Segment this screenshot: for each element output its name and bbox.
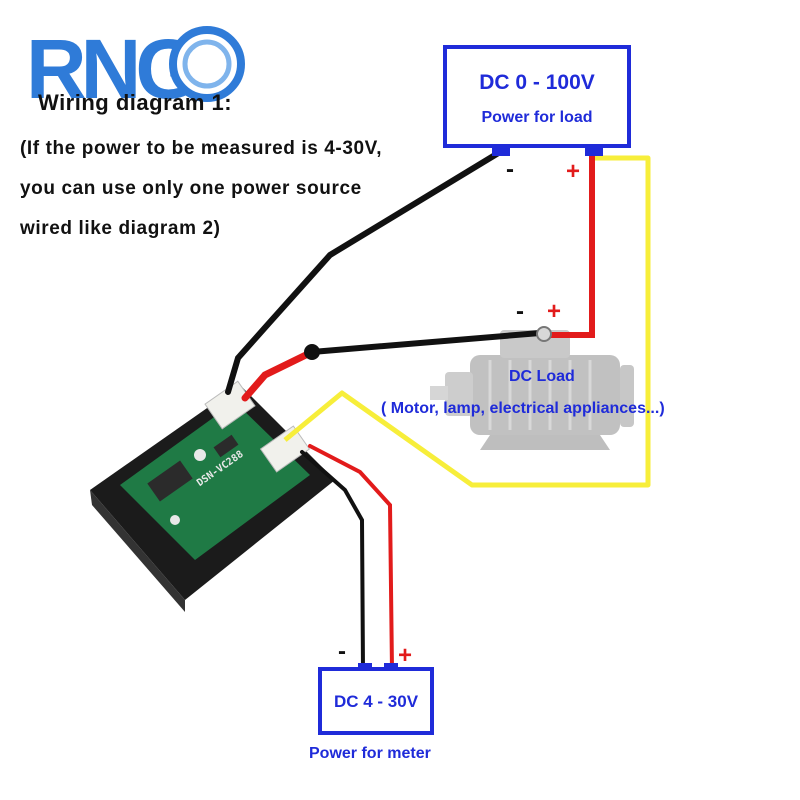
wire-black-load-minus bbox=[309, 330, 543, 355]
wire-black-supply-minus bbox=[225, 149, 503, 395]
meter-supply-plus-sign: + bbox=[398, 642, 413, 669]
meter-power-supply-box: DC 4 - 30V bbox=[318, 667, 434, 735]
wire-red-sense bbox=[241, 348, 316, 402]
wire-black-meter-supply bbox=[300, 450, 365, 672]
load-terminal bbox=[536, 326, 552, 342]
load-title: DC Load bbox=[509, 368, 575, 385]
brand-logo-graphic: RNG bbox=[26, 22, 245, 116]
note-line-1: (If the power to be measured is 4-30V, bbox=[20, 138, 383, 159]
brand-logo: RNG bbox=[24, 18, 249, 116]
wire-red-supply-plus bbox=[545, 149, 595, 338]
load-minus-sign: - bbox=[516, 298, 524, 325]
load-supply-plus-terminal bbox=[585, 147, 603, 156]
voltmeter-module bbox=[90, 380, 335, 612]
load-power-supply-box: DC 0 - 100V Power for load bbox=[443, 45, 631, 148]
meter-supply-minus-sign: - bbox=[338, 638, 346, 665]
meter-supply-caption: Power for meter bbox=[309, 745, 431, 762]
note-line-3: wired like diagram 2) bbox=[20, 218, 221, 239]
load-supply-title: DC 0 - 100V bbox=[479, 71, 595, 94]
meter-supply-title: DC 4 - 30V bbox=[333, 692, 419, 711]
wire-yellow-measure bbox=[283, 155, 651, 488]
load-supply-minus-terminal bbox=[492, 147, 510, 156]
diagram-title: Wiring diagram 1: bbox=[38, 90, 233, 115]
load-supply-subtitle: Power for load bbox=[481, 109, 593, 126]
load-description: ( Motor, lamp, electrical appliances...) bbox=[381, 400, 665, 417]
load-supply-plus-sign: + bbox=[566, 158, 581, 185]
load-supply-minus-sign: - bbox=[506, 156, 514, 183]
wire-junction bbox=[304, 344, 320, 360]
wire-red-meter-supply bbox=[308, 444, 394, 672]
note-line-2: you can use only one power source bbox=[20, 178, 362, 199]
motor-icon bbox=[430, 330, 634, 450]
load-plus-sign: + bbox=[547, 298, 562, 325]
